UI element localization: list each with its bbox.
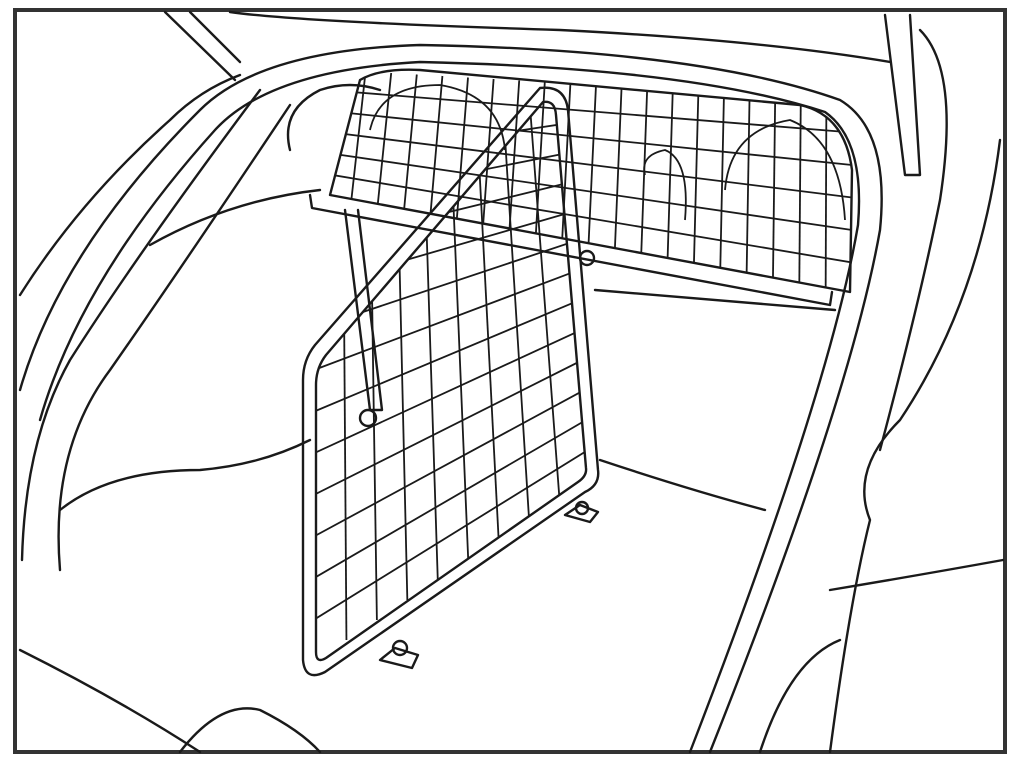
foot-bracket-front <box>378 646 420 670</box>
left-side-panel <box>18 73 242 297</box>
grid-wire-horizontal <box>337 89 852 134</box>
grid-wire-horizontal <box>330 152 852 231</box>
trunk-opening-outer <box>18 43 883 754</box>
grid-wire-horizontal <box>332 131 852 199</box>
grid-wire-horizontal <box>316 360 580 495</box>
right-side-curve <box>878 28 948 452</box>
back-guard <box>308 68 854 428</box>
floor-rear-edge <box>593 288 837 312</box>
foot-bolt-front <box>391 639 409 657</box>
grid-wire-horizontal <box>316 301 575 412</box>
seat-headrest-left <box>286 83 382 152</box>
trunk-opening-inner <box>38 60 861 754</box>
right-lower-line <box>828 558 1005 592</box>
foot-bolt-rear <box>574 500 590 516</box>
roof-edge-inner <box>188 10 242 64</box>
left-floor-edge <box>58 438 312 512</box>
left-bottom-curve <box>18 648 202 754</box>
grid-wire-vertical <box>528 101 561 501</box>
left-pillar-inner <box>57 103 292 572</box>
divider-frame-inner <box>314 100 588 662</box>
left-inner-trim <box>148 188 322 247</box>
floor-line-right <box>598 458 767 512</box>
grid-wire-horizontal <box>330 173 852 264</box>
right-lower-curve <box>758 638 842 754</box>
divider-frame-outer <box>301 86 600 677</box>
grid-wire-horizontal <box>334 110 852 166</box>
headrest-right <box>724 119 846 221</box>
grid-wire-vertical <box>501 101 531 521</box>
roof-edge <box>163 10 237 82</box>
tailgate-top <box>228 10 892 64</box>
left-pillar <box>20 88 262 562</box>
left-wheel-arch <box>178 707 322 754</box>
grid-wire-horizontal <box>316 449 587 620</box>
grid-wire-horizontal <box>316 331 578 454</box>
grid-wire-horizontal <box>316 390 583 537</box>
grid-wire-horizontal <box>316 419 586 578</box>
car-body <box>18 10 1005 754</box>
right-body-curve <box>828 138 1002 754</box>
headrest-left <box>369 84 506 151</box>
strut-bolt <box>358 408 378 428</box>
right-pillar <box>883 13 922 177</box>
back-guard-rail <box>308 193 834 307</box>
grid-wire-horizontal <box>316 271 573 371</box>
